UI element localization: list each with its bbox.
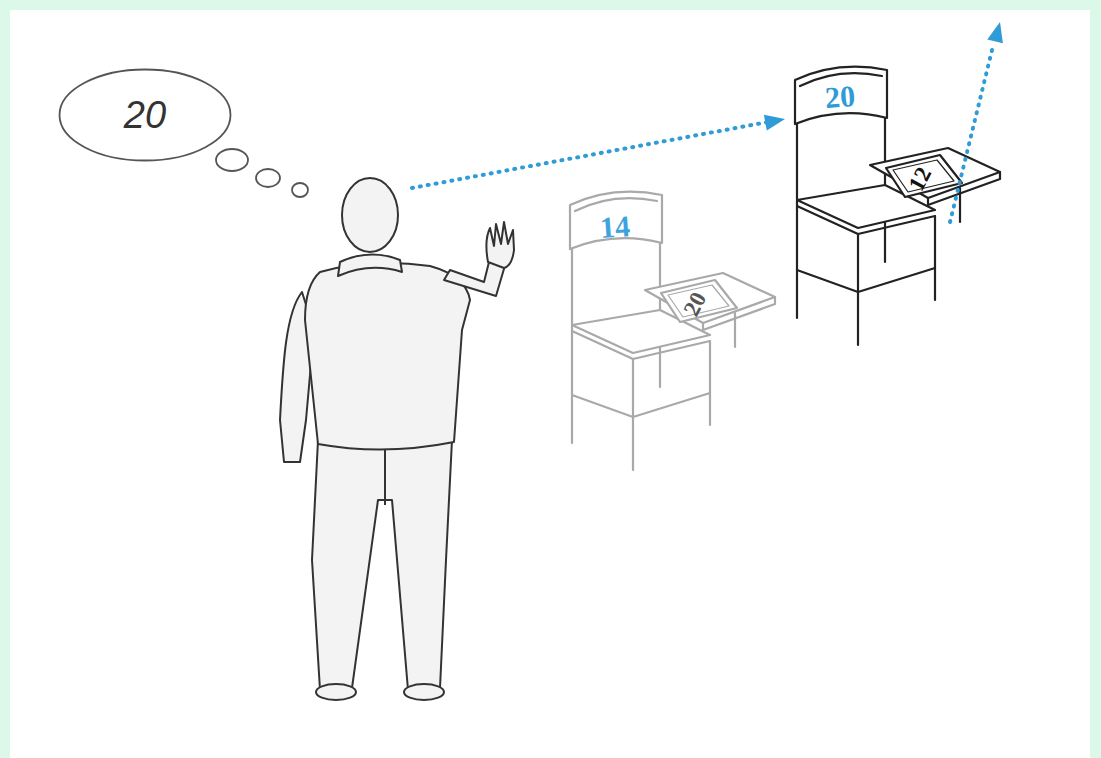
thought-dot bbox=[256, 169, 280, 187]
person-collar bbox=[338, 254, 402, 276]
pointer-arrowhead bbox=[764, 115, 785, 131]
pointer-arrowhead bbox=[987, 22, 1003, 43]
person-shoe bbox=[316, 684, 356, 700]
bubble-outline bbox=[60, 70, 231, 161]
chair-seat-dark: 2012 bbox=[785, 55, 1005, 355]
thought-bubble: 20 bbox=[58, 68, 232, 162]
chair-dark bbox=[795, 67, 1000, 345]
person-head bbox=[342, 178, 398, 252]
paper-number: 20 bbox=[679, 288, 710, 319]
person-torso bbox=[305, 263, 470, 449]
person bbox=[280, 178, 514, 700]
chair-seat-pale: 14 20 bbox=[560, 180, 780, 480]
person-hand bbox=[486, 222, 514, 268]
person-seam bbox=[384, 445, 386, 505]
thought-dot bbox=[216, 149, 248, 171]
pointer-arrow-line bbox=[412, 122, 768, 188]
person-shoe bbox=[404, 684, 444, 700]
pointer-arrow-line bbox=[950, 46, 993, 222]
person-legs bbox=[312, 440, 452, 690]
chair-pale bbox=[570, 192, 775, 470]
seat-number: 14 bbox=[599, 211, 631, 243]
seat-number: 20 bbox=[824, 81, 856, 113]
thought-number: 20 bbox=[124, 96, 166, 134]
paper-number: 12 bbox=[904, 163, 935, 194]
thought-dot bbox=[292, 183, 308, 197]
